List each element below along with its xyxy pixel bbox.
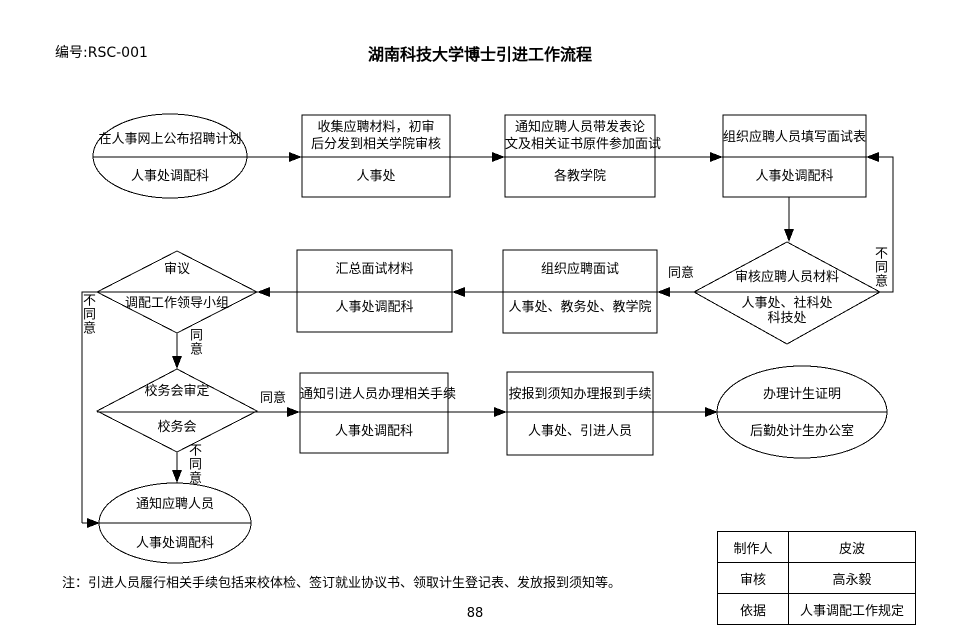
node-review-line2: 人事处、社科处 <box>741 296 833 311</box>
arrow-head <box>287 407 300 417</box>
info-table-label: 依据 <box>717 593 789 625</box>
checkin-rect <box>506 371 654 456</box>
review-diamond <box>692 241 882 345</box>
node-checkin-line1: 按报到须知办理报到手续 <box>508 387 652 402</box>
notify-candidates-rect <box>504 114 656 198</box>
node-deliberation-line2: 调配工作领导小组 <box>124 296 229 311</box>
node-deliberation-line1: 审议 <box>163 262 190 277</box>
node-council-line2: 校务会 <box>157 420 197 435</box>
node-fill-form-line1: 组织应聘人员填写面试表 <box>723 130 867 145</box>
node-collect-line2: 后分发到相关学院审核 <box>310 137 441 152</box>
arrow-head <box>452 287 465 297</box>
label-disagree-review: 不同意 <box>872 246 887 288</box>
node-notify-hired-line2: 人事处调配科 <box>334 424 413 439</box>
notify-hired-rect <box>299 372 449 454</box>
connectors <box>81 152 894 528</box>
table-row: 依据 人事调配工作规定 <box>717 593 916 625</box>
page-number: 88 <box>466 606 484 621</box>
node-collect-line1: 收集应聘材料，初审 <box>317 120 435 135</box>
node-notify-candidates-line1: 通知应聘人员带发表论 <box>514 120 645 135</box>
label-disagree-deliberation: 不同意 <box>80 293 95 335</box>
node-birth-cert-line2: 后勤处计生办公室 <box>749 424 854 439</box>
node-interview-line2: 人事处、教务处、教学院 <box>508 300 652 315</box>
label-agree-council: 同意 <box>259 391 286 406</box>
arrow-head <box>492 152 505 162</box>
arrow-head <box>257 287 270 297</box>
node-notify-candidates-line3: 各教学院 <box>553 169 606 184</box>
info-table-label: 制作人 <box>717 531 789 563</box>
arrow-head <box>494 407 507 417</box>
node-checkin-line2: 人事处、引进人员 <box>527 424 632 439</box>
summary-rect <box>296 249 453 333</box>
label-agree-review: 同意 <box>667 266 694 281</box>
node-notify-applicants-line2: 人事处调配科 <box>135 536 214 551</box>
node-fill-form-line2: 人事处调配科 <box>755 169 834 184</box>
info-table-value: 高永毅 <box>788 562 916 594</box>
info-table-value: 皮波 <box>788 531 916 563</box>
table-row: 审核 高永毅 <box>717 562 916 594</box>
node-notify-applicants-line1: 通知应聘人员 <box>135 497 214 512</box>
node-birth-cert-line1: 办理计生证明 <box>762 387 841 402</box>
node-review-line1: 审核应聘人员材料 <box>734 270 839 285</box>
node-summary-line1: 汇总面试材料 <box>335 262 414 277</box>
node-summary-line2: 人事处调配科 <box>335 300 414 315</box>
node-interview-line1: 组织应聘面试 <box>540 262 619 277</box>
page-title: 湖南科技大学博士引进工作流程 <box>367 45 592 64</box>
arrow-head <box>866 152 879 162</box>
label-disagree-council: 不同意 <box>186 443 201 485</box>
arrow-head <box>784 229 794 242</box>
arrow-head <box>172 356 182 369</box>
node-council-line1: 校务会审定 <box>144 384 210 399</box>
council-diamond <box>95 368 259 453</box>
arrow-head <box>657 287 670 297</box>
arrow-head <box>710 152 723 162</box>
node-publish-line1: 在人事网上公布招聘计划 <box>98 132 242 147</box>
arrow-head <box>87 518 100 528</box>
fill-form-rect <box>722 114 867 198</box>
node-review-line3: 科技处 <box>767 311 807 326</box>
doc-number: 编号:RSC-001 <box>55 45 148 61</box>
label-agree-deliberation: 同意 <box>187 328 202 356</box>
publish-ellipse <box>92 113 248 199</box>
node-publish-line2: 人事处调配科 <box>130 169 209 184</box>
info-table: 制作人 皮波 审核 高永毅 依据 人事调配工作规定 <box>717 531 916 625</box>
arrow-head <box>172 470 182 483</box>
collect-rect <box>301 114 451 198</box>
node-notify-candidates-line2: 文及相关证书原件参加面试 <box>505 137 662 152</box>
info-table-value: 人事调配工作规定 <box>788 593 916 625</box>
node-notify-hired-line1: 通知引进人员办理相关手续 <box>300 387 457 402</box>
arrow-head <box>289 152 302 162</box>
table-row: 制作人 皮波 <box>717 531 916 563</box>
info-table-label: 审核 <box>717 562 789 594</box>
arrow-head <box>705 407 718 417</box>
footnote: 注：引进人员履行相关手续包括来校体检、签订就业协议书、领取计生登记表、发放报到须… <box>62 576 622 591</box>
node-collect-line3: 人事处 <box>356 169 396 184</box>
